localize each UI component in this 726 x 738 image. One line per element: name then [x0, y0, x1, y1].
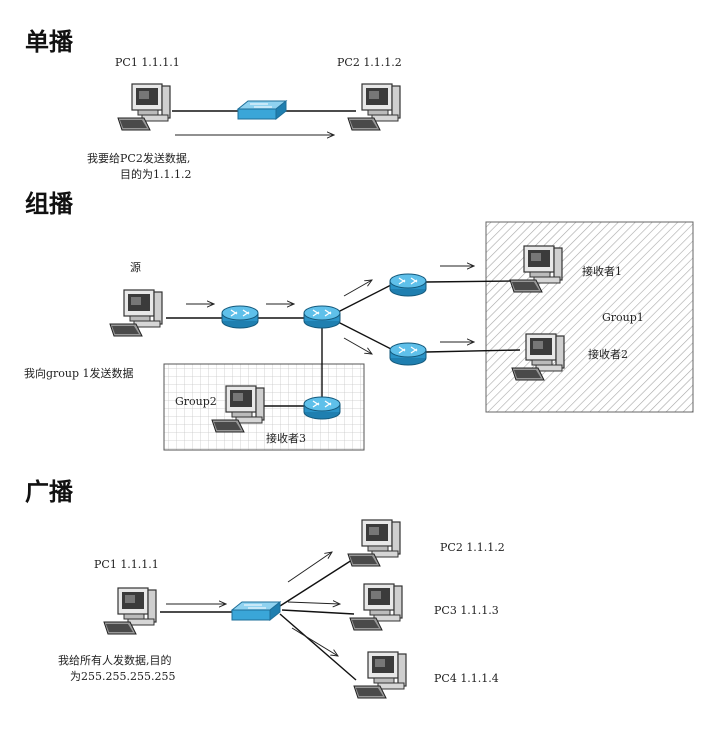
multicast-title: 组播: [25, 190, 74, 218]
broadcast-pc1-icon: [103, 587, 157, 635]
multicast-router3-icon: [389, 273, 427, 297]
multicast-router1-icon: [221, 305, 259, 329]
bc-link-switch-pc4: [279, 613, 357, 681]
receiver2-label: 接收者2: [588, 347, 628, 361]
mc-link-r3-rx1: [425, 280, 519, 283]
bc-arrow-2: [287, 552, 332, 583]
multicast-router5-icon: [303, 396, 341, 420]
unicast-pc2-icon: [347, 83, 401, 131]
unicast-pc1-icon: [117, 83, 171, 131]
group1-label: Group1: [602, 311, 644, 324]
broadcast-note-line2: 为255.255.255.255: [70, 670, 175, 683]
multicast-source-note: 我向group 1发送数据: [24, 366, 134, 380]
multicast-router4-icon: [389, 342, 427, 366]
broadcast-pc2-icon: [347, 519, 401, 567]
bc-arrow-3: [287, 602, 340, 604]
multicast-source-pc-icon: [109, 289, 163, 337]
broadcast-pc1-label: PC1 1.1.1.1: [94, 558, 159, 571]
unicast-switch-icon: [237, 100, 287, 120]
unicast-note-line1: 我要给PC2发送数据,: [87, 151, 190, 165]
broadcast-pc4-label: PC4 1.1.1.4: [434, 672, 499, 685]
unicast-pc1-label: PC1 1.1.1.1: [115, 56, 180, 69]
broadcast-pc3-icon: [349, 583, 403, 631]
group1-area: [485, 221, 694, 413]
broadcast-pc4-icon: [353, 651, 407, 699]
receiver3-label: 接收者3: [266, 431, 306, 445]
broadcast-switch-icon: [231, 601, 281, 621]
bc-link-switch-pc2: [279, 559, 353, 607]
broadcast-pc3-label: PC3 1.1.1.3: [434, 604, 499, 617]
bc-arrow-4: [291, 627, 338, 656]
broadcast-note-line1: 我给所有人发数据,目的: [58, 653, 172, 667]
unicast-pc2-label: PC2 1.1.1.2: [337, 56, 402, 69]
group2-label: Group2: [175, 395, 217, 408]
mc-link-r4-rx2: [425, 349, 521, 353]
multicast-source-label: 源: [130, 260, 141, 274]
receiver1-label: 接收者1: [582, 264, 622, 278]
unicast-note-line2: 目的为1.1.1.2: [120, 167, 191, 181]
multicast-router2-icon: [303, 305, 341, 329]
mc-link-r2-r3: [337, 283, 394, 313]
mc-arrow-3: [343, 280, 372, 297]
broadcast-pc2-label: PC2 1.1.1.2: [440, 541, 505, 554]
unicast-title: 单播: [25, 28, 74, 56]
broadcast-title: 广播: [25, 478, 74, 506]
mc-arrow-4: [343, 337, 372, 354]
bc-link-switch-pc3: [281, 609, 355, 615]
mc-link-r2-r4: [337, 321, 394, 351]
